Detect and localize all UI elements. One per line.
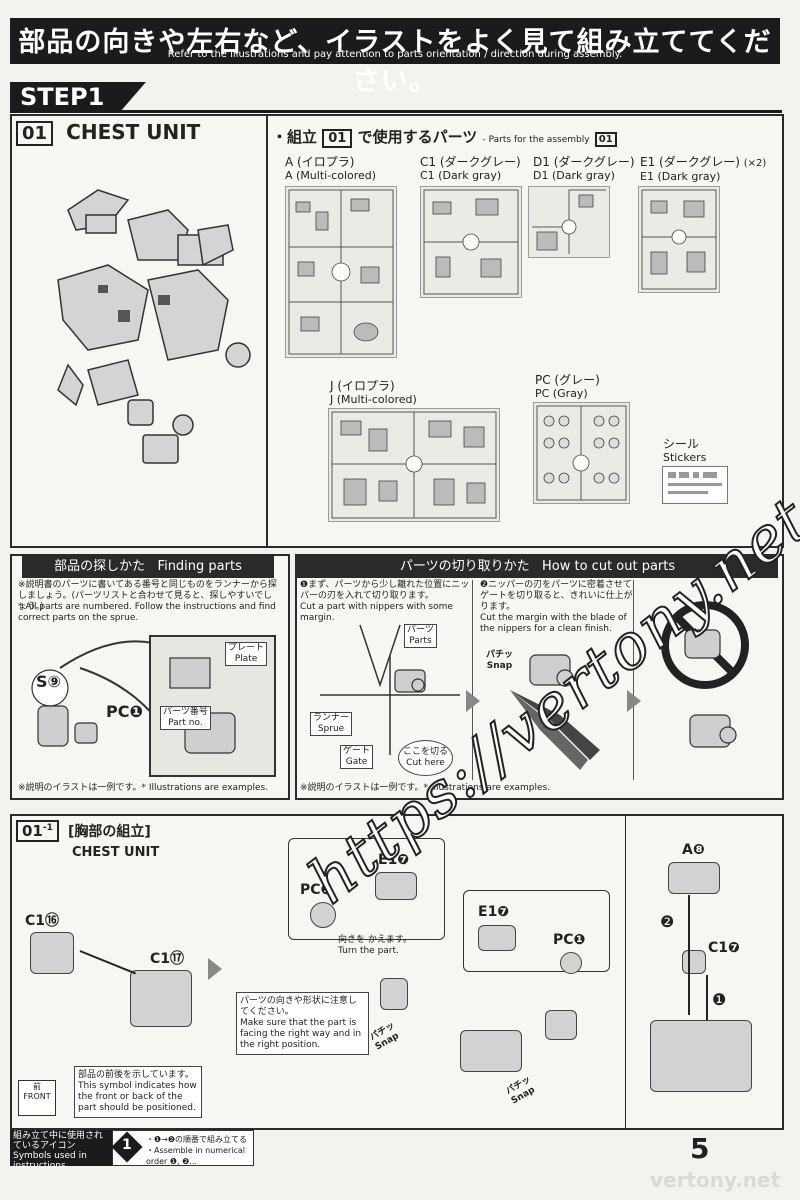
parts-heading-en-num: 01: [594, 132, 617, 147]
label-step2: ❷: [660, 912, 675, 931]
finding-parts-note-jp: ※説明書のパーツに書いてある番号と同じものをランナーから探しましょう。(パーツリ…: [18, 580, 277, 612]
finding-parts-header: 部品の探しかた Finding parts: [22, 556, 274, 578]
cut-prohibited-illustration: [661, 601, 749, 748]
runner-d1-label: D1 (ダークグレー) D1 (Dark gray): [533, 155, 635, 183]
part-c1-16: [30, 932, 74, 974]
cut-divider-2: [633, 580, 634, 780]
label-s9: S⑨: [36, 672, 62, 691]
cut-step1-illustration: [320, 624, 460, 755]
part-side-right: [545, 1010, 577, 1040]
cut-step1-text: ❶まず、パーツから少し離れた位置にニッパーの刃を入れて切り取ります。 Cut a…: [300, 580, 470, 623]
runner-e1-sprue: [638, 186, 720, 293]
stickers-sheet: [662, 466, 728, 504]
label-pc1: PC❶: [106, 702, 144, 721]
runner-c1-sprue: [420, 186, 522, 298]
site-watermark: vertony.net: [650, 1168, 781, 1192]
step-divider: [10, 110, 782, 113]
part-e1-7-a: [375, 872, 417, 900]
cut-arrow-2: [627, 690, 641, 712]
part-c1-7: [682, 950, 706, 974]
label-e1-7-a: E1❼: [378, 852, 410, 868]
chest-unit-illustration: [57, 189, 251, 464]
front-note: 部品の前後を示しています。 This symbol indicates how …: [74, 1066, 202, 1118]
page-number: 5: [690, 1132, 710, 1165]
part-e1-7-b: [478, 925, 516, 951]
label-pc1-b: PC❶: [553, 932, 586, 948]
section-arrow: [208, 958, 222, 980]
section-01-heading: 01 CHEST UNIT: [16, 120, 200, 146]
assembly-arrow-a: [688, 895, 690, 1015]
stickers-label: シール Stickers: [663, 437, 707, 465]
part-assembled-mid: [460, 1030, 522, 1072]
label-c1-17-a: C1⑰: [150, 951, 185, 967]
runner-d1-sprue: [528, 186, 610, 258]
step-label: STEP1: [10, 82, 120, 112]
banner-subtitle: Refer to the illustrations and pay atten…: [167, 49, 623, 60]
parts-heading-en: - Parts for the assembly: [482, 135, 590, 145]
runner-pc-label: PC (グレー) PC (Gray): [535, 373, 600, 401]
part-c1-17: [130, 970, 192, 1027]
parts-heading-suffix: で使用するパーツ: [357, 128, 478, 146]
section-01-1-divider: [625, 814, 626, 1128]
runner-c1-label: C1 (ダークグレー) C1 (Dark gray): [420, 155, 521, 183]
top-banner: 部品の向きや左右など、イラストをよく見て組み立ててください。 Refer to …: [10, 18, 780, 97]
parts-heading-prefix: ・組立: [272, 128, 318, 146]
section-01-title: CHEST UNIT: [66, 120, 201, 144]
front-symbol: 前 FRONT: [18, 1080, 56, 1116]
footer-order-text: ・❶→❷の順番で組み立てる ・Assemble in numerical ord…: [146, 1135, 248, 1166]
label-step1: ❶: [712, 990, 727, 1009]
part-pc1-b: [560, 952, 582, 974]
runner-j-sprue: [328, 408, 500, 522]
label-a8: A❽: [682, 842, 705, 858]
label-e1-7-b: E1❼: [478, 904, 510, 920]
cut-step2-text: ❷ニッパーの刃をパーツに密着させてゲートを切り取ると、きれいに仕上がります。 C…: [480, 580, 633, 634]
runner-e1-label: E1 (ダークグレー) (×2) E1 (Dark gray): [640, 155, 767, 184]
runner-a-sprue: [285, 186, 397, 358]
part-rotated: [380, 978, 408, 1010]
runner-j-label: J (イロプラ) J (Multi-colored): [330, 379, 417, 407]
section-01-divider: [266, 114, 268, 546]
part-pc1-a: [310, 902, 336, 928]
section-01-1-heading: 01-1 [胸部の組立]: [16, 820, 151, 842]
step-label-tail: [120, 82, 146, 112]
part-chest-assembled: [650, 1020, 752, 1092]
assembly-arrow-b: [706, 975, 708, 1020]
label-c1-7: C1❼: [708, 940, 740, 956]
footer-order-num: 1: [122, 1137, 132, 1153]
finding-parts-note-en: * All parts are numbered. Follow the ins…: [18, 602, 276, 623]
label-pc1-a: PC❶: [300, 882, 333, 898]
turn-note: 向きを かえます。 Turn the part.: [338, 935, 412, 956]
runner-a-label: A (イロプラ) A (Multi-colored): [285, 155, 377, 183]
banner-title: 部品の向きや左右など、イラストをよく見て組み立ててください。: [18, 27, 772, 97]
sub-box-e1-pc: [463, 890, 610, 972]
cut-parts-footer: ※説明のイラストは一例です。* Illustrations are exampl…: [300, 783, 551, 793]
runner-pc-sprue: [533, 402, 630, 504]
footer-icon-label: 組み立て中に使用されているアイコン Symbols used in instru…: [10, 1130, 112, 1171]
cut-step2-illustration: [510, 654, 600, 770]
sub-box-pc-e1: [288, 838, 445, 940]
section-01-1-number: 01-1: [16, 820, 59, 842]
part-a8: [668, 862, 720, 894]
parts-heading-num: 01: [322, 129, 353, 148]
cut-arrow-1: [466, 690, 480, 712]
parts-heading: ・組立 01 で使用するパーツ - Parts for the assembly…: [272, 126, 617, 148]
section-01-number: 01: [16, 121, 54, 146]
finding-parts-footer: ※説明のイラストは一例です。* Illustrations are exampl…: [18, 783, 269, 793]
cut-divider-1: [472, 580, 473, 780]
cut-parts-header: パーツの切り取りかた How to cut out parts: [297, 556, 778, 578]
section-01-1-title-en: CHEST UNIT: [72, 845, 160, 860]
caution-box: パーツの向きや形状に注意してください。 Make sure that the p…: [236, 992, 369, 1055]
section-01-1-title-jp: [胸部の組立]: [67, 824, 151, 840]
label-c1-16: C1⑯: [25, 913, 60, 929]
